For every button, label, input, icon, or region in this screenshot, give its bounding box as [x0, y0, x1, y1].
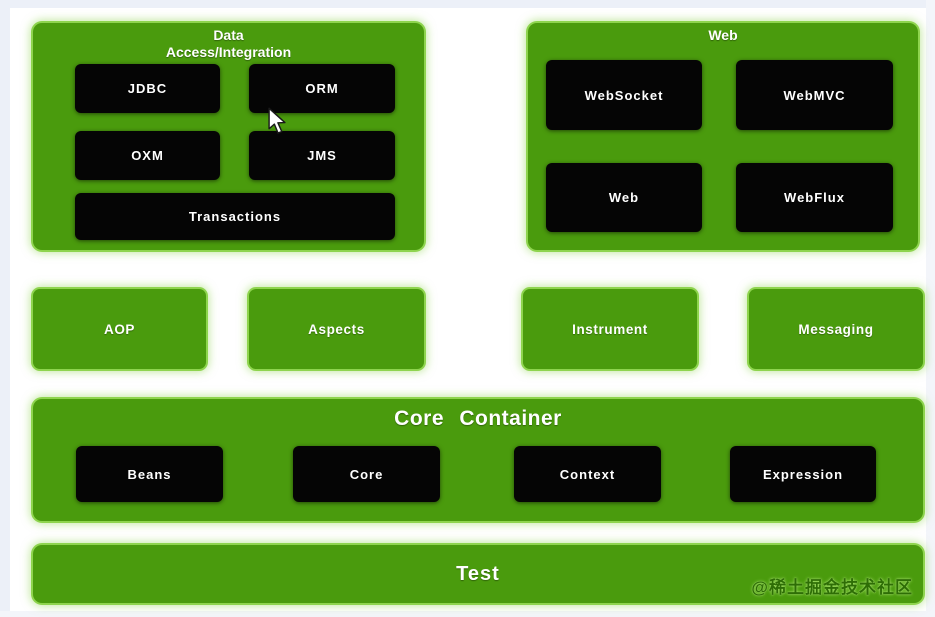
frame-edge-left: [0, 0, 10, 617]
module-core: Core: [293, 446, 440, 502]
panel-data-access-title-line2: Access/Integration: [165, 44, 292, 60]
module-transactions: Transactions: [75, 193, 395, 240]
module-oxm: OXM: [75, 131, 220, 180]
module-orm: ORM: [249, 64, 395, 113]
module-jdbc: JDBC: [75, 64, 220, 113]
module-messaging: Messaging: [749, 289, 923, 369]
module-jms: JMS: [249, 131, 395, 180]
panel-data-access-integration: Data Access/Integration JDBC ORM OXM JMS…: [33, 23, 424, 250]
panel-web: Web WebSocket WebMVC Web WebFlux: [528, 23, 918, 250]
panel-test: Test: [33, 545, 923, 603]
module-web: Web: [546, 163, 702, 232]
panel-data-access-title: Data Access/Integration: [33, 27, 424, 61]
module-websocket: WebSocket: [546, 60, 702, 130]
frame-edge-bottom: [0, 611, 935, 617]
panel-data-access-title-line1: Data: [213, 27, 244, 43]
module-webflux: WebFlux: [736, 163, 893, 232]
module-beans: Beans: [76, 446, 223, 502]
module-aop: AOP: [33, 289, 206, 369]
frame-edge-right: [926, 0, 935, 617]
module-webmvc: WebMVC: [736, 60, 893, 130]
watermark-text: @稀土掘金技术社区: [751, 578, 913, 597]
module-context: Context: [514, 446, 661, 502]
module-aspects: Aspects: [249, 289, 424, 369]
module-instrument: Instrument: [523, 289, 697, 369]
module-expression: Expression: [730, 446, 876, 502]
frame-edge-top: [0, 0, 935, 8]
panel-test-title: Test: [456, 562, 500, 585]
panel-web-title: Web: [708, 27, 738, 43]
panel-core-container-title: Core Container: [394, 407, 562, 430]
mouse-cursor-icon: [268, 107, 286, 134]
panel-core-container: Core Container Beans Core Context Expres…: [33, 399, 923, 521]
